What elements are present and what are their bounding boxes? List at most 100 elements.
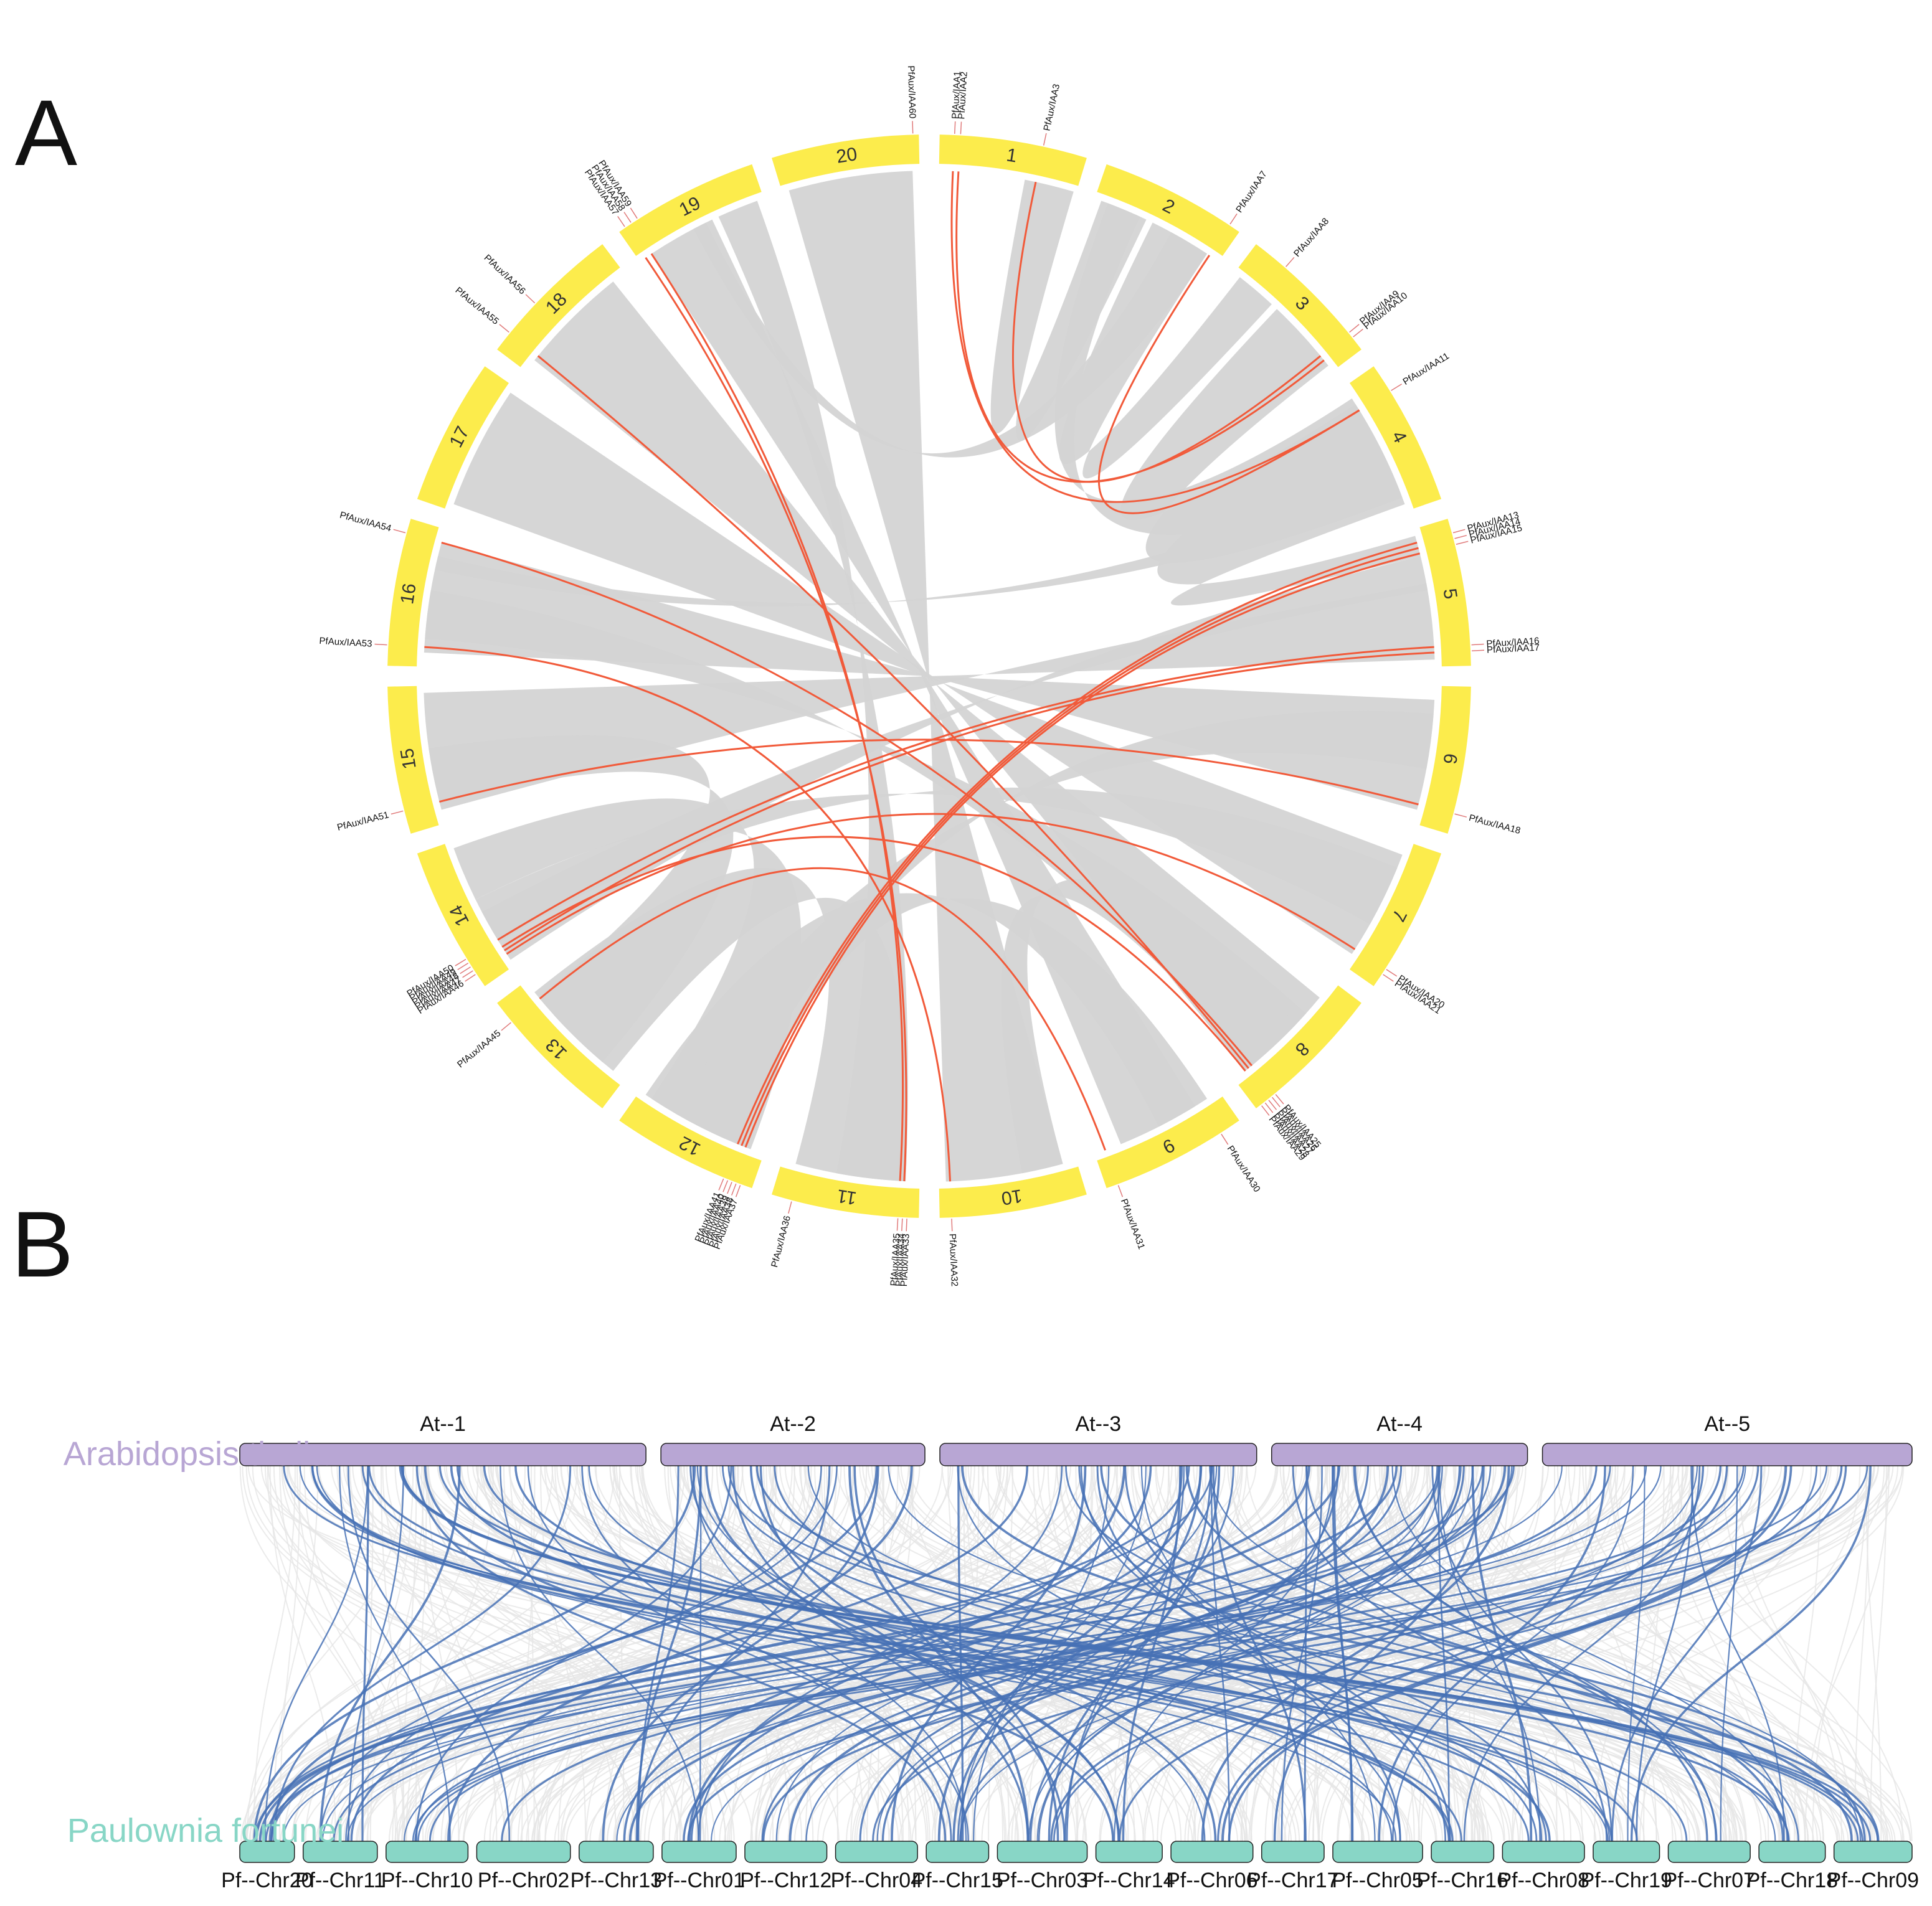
aux-iaa-link <box>1065 1465 1799 1842</box>
chromosome-5 <box>1419 519 1471 667</box>
background-link <box>1462 1465 1888 1842</box>
aux-iaa-link <box>311 1465 1530 1842</box>
duplication-link <box>439 738 1419 806</box>
aux-iaa-link <box>264 1465 369 1842</box>
background-link <box>440 1465 774 1842</box>
background-link <box>683 1465 1701 1842</box>
aux-iaa-link <box>350 1465 1029 1842</box>
aux-iaa-link <box>1690 1465 1785 1842</box>
pf-chromosome-bar <box>1502 1841 1585 1863</box>
aux-iaa-link <box>1627 1465 1646 1842</box>
gene-tick <box>727 1182 732 1194</box>
background-link <box>382 1465 529 1842</box>
aux-iaa-link <box>1080 1465 1447 1842</box>
aux-iaa-link <box>1437 1465 1451 1842</box>
aux-iaa-link <box>1378 1465 1606 1842</box>
gene-tick <box>623 212 632 223</box>
background-link <box>421 1465 460 1842</box>
pf-chromosome-label: Pf--Chr07 <box>1664 1869 1755 1892</box>
background-link <box>1115 1465 1485 1842</box>
gene-tick <box>1043 133 1047 146</box>
pf-chromosome-label: Pf--Chr01 <box>653 1869 745 1892</box>
aux-iaa-link <box>1391 1465 1788 1842</box>
chromosome-8 <box>1238 985 1361 1108</box>
pf-chromosome-label: Pf--Chr10 <box>381 1869 473 1892</box>
chromosome-11 <box>772 1166 920 1218</box>
duplication-link <box>539 867 1106 1151</box>
chromosome-17 <box>417 366 509 509</box>
gene-label: PfAux/IAA32 <box>947 1234 959 1287</box>
aux-iaa-link <box>1096 1465 1401 1842</box>
gene-tick <box>722 1180 729 1192</box>
aux-iaa-link <box>1030 1465 1340 1842</box>
at-chromosome-bar <box>660 1443 926 1466</box>
at-chromosome-bar <box>1271 1443 1528 1466</box>
pf-chromosome-bar <box>1667 1841 1751 1863</box>
aux-iaa-link <box>1304 1465 1308 1842</box>
synteny-block <box>481 556 1428 960</box>
background-link <box>628 1465 1165 1842</box>
gene-tick <box>1229 213 1238 225</box>
aux-iaa-link <box>500 1465 699 1842</box>
background-link <box>544 1465 1310 1842</box>
gene-tick <box>499 324 509 333</box>
gene-tick <box>1383 974 1394 982</box>
gene-tick <box>912 121 914 134</box>
aux-iaa-link <box>339 1465 451 1842</box>
aux-iaa-link <box>602 1465 879 1842</box>
synteny-block <box>429 735 734 1062</box>
chromosome-20 <box>772 134 920 186</box>
gene-tick <box>1353 328 1363 337</box>
gene-tick <box>960 121 962 134</box>
background-link <box>619 1465 625 1842</box>
pf-chromosome-label: Pf--Chr14 <box>1083 1869 1175 1892</box>
chromosome-label-20: 20 <box>835 144 859 167</box>
background-link <box>544 1465 775 1842</box>
gene-label: PfAux/IAA16 <box>1486 636 1540 649</box>
gene-label: PfAux/IAA2 <box>956 71 969 120</box>
aux-iaa-link <box>807 1465 1611 1842</box>
background-link <box>967 1465 980 1842</box>
aux-iaa-link <box>447 1465 913 1842</box>
gene-tick <box>1349 324 1360 333</box>
pf-chromosome-bar <box>744 1841 828 1863</box>
gene-label: PfAux/IAA53 <box>319 636 372 649</box>
background-link <box>1168 1465 1395 1842</box>
gene-label: PfAux/IAA8 <box>1292 216 1331 259</box>
panel-b-label: B <box>11 1192 73 1296</box>
pf-chromosome-label: Pf--Chr09 <box>1827 1869 1919 1892</box>
aux-iaa-link <box>1228 1465 1792 1842</box>
gene-tick <box>1391 384 1402 391</box>
gene-label: PfAux/IAA56 <box>482 253 528 297</box>
duplication-link <box>955 171 1325 483</box>
chromosome-1 <box>939 134 1087 186</box>
pf-chromosome-bar <box>835 1841 918 1863</box>
background-link <box>1082 1465 1591 1842</box>
gene-tick <box>501 1022 511 1031</box>
gene-label: PfAux/IAA36 <box>769 1215 793 1269</box>
aux-iaa-link <box>348 1465 405 1842</box>
gene-tick <box>1264 1102 1274 1113</box>
background-link <box>1248 1465 1543 1842</box>
gene-tick <box>1261 1105 1270 1116</box>
aux-iaa-link <box>1221 1465 1788 1842</box>
duplication-link <box>950 171 1360 503</box>
gene-tick <box>735 1185 741 1197</box>
pf-chromosome-label: Pf--Chr13 <box>571 1869 662 1892</box>
background-link <box>1245 1465 1308 1842</box>
aux-iaa-link <box>699 1465 702 1842</box>
aux-iaa-link <box>881 1465 1462 1842</box>
pf-chromosome-bar <box>579 1841 654 1863</box>
duplication-links <box>424 171 1435 1182</box>
background-link <box>957 1465 1248 1842</box>
synteny-block <box>693 222 1208 458</box>
chromosome-6 <box>1419 686 1471 834</box>
background-link <box>1870 1465 1887 1842</box>
pf-chromosome-label: Pf--Chr05 <box>1332 1869 1423 1892</box>
aux-iaa-link <box>1140 1465 1376 1842</box>
chromosome-9 <box>1097 1096 1239 1189</box>
background-link <box>1738 1465 1842 1842</box>
